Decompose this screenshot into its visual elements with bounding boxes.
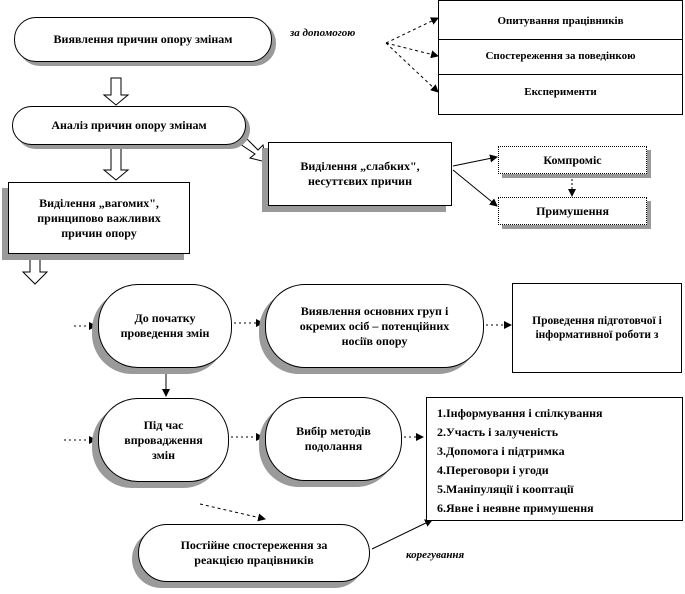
method-survey: Опитування працівників [439,5,682,40]
method-experiments: Експерименти [524,85,597,98]
node-identify-causes: Виявлення причин опору змінам [14,17,272,62]
via-label: за допомогою [290,27,356,39]
node-monitoring: Постійне спостереження за реакцією праці… [138,524,370,582]
node-analyze-causes: Аналіз причин опору змінам [12,106,246,145]
methods-list-item-5: 5.Маніпуляції і кооптації [437,482,574,496]
methods-list-item-2: 2.Участь і залученість [437,425,559,439]
methods-list: 1.Інформування і спілкування 2.Участь і … [426,397,683,521]
node-preparatory-work: Проведення підготовчої і інформативної р… [512,283,682,373]
node-weak-causes: Виділення „слабких", несуттєвих причин [268,142,452,206]
methods-list-item-3: 3.Допомога і підтримка [437,444,565,458]
hollow-down-arrow-1 [102,77,130,106]
node-coercion: Примушення [498,197,647,225]
node-before-change: До початку проведення змін [98,284,232,368]
hollow-down-arrow-3 [21,257,49,285]
node-important-causes: Виділення „вагомих", принципово важливих… [8,182,190,254]
hollow-diag-arrow [233,133,267,163]
method-observation: Спостереження за поведінкою [439,40,682,75]
node-during-change: Під час впровадження змін [98,398,229,482]
top-methods-box: Опитування працівників Спостереження за … [438,0,683,115]
node-identify-groups: Виявлення основних груп і окремих осіб –… [265,284,484,368]
node-compromise: Компроміс [498,146,647,174]
hollow-down-arrow-2 [102,145,130,181]
methods-list-item-1: 1.Інформування і спілкування [437,406,603,420]
node-choose-methods: Вибір методів подолання [265,397,402,481]
methods-list-item-4: 4.Переговори і угоди [437,463,549,477]
arrows-to-top-methods [385,17,439,93]
methods-list-item-6: 6.Явне і неявне примушення [437,501,594,515]
correction-label: корегування [406,549,465,561]
